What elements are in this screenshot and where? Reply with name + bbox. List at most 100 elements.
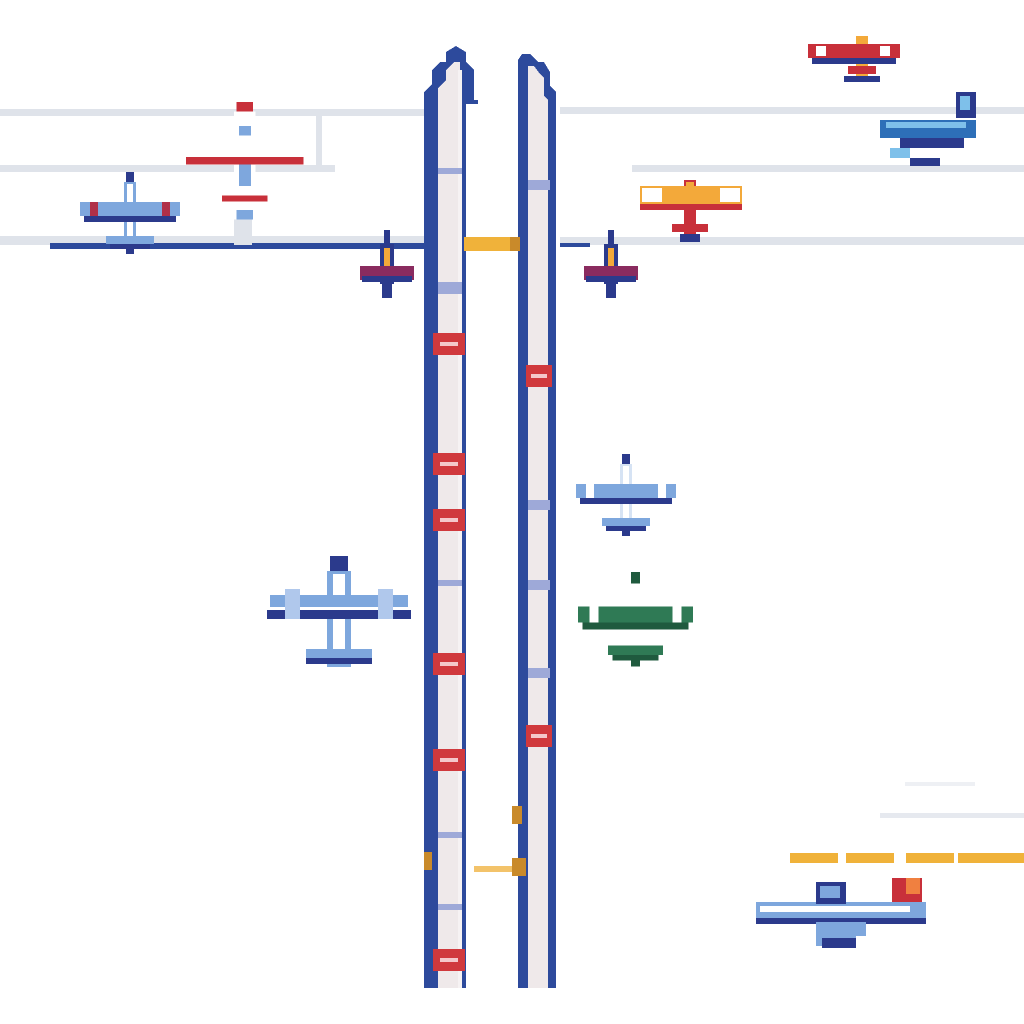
- right-rung: [528, 668, 550, 678]
- lower-wing-edge: [822, 938, 862, 948]
- tail-shadow: [844, 76, 880, 82]
- wing-stripe: [642, 188, 662, 202]
- engine: [856, 936, 870, 948]
- left-tower-marker-dash: [440, 758, 458, 762]
- wing-root: [219, 135, 268, 148]
- wing-shadow: [812, 58, 896, 64]
- left-tower-marker-dash: [440, 518, 458, 522]
- nose: [384, 230, 390, 244]
- lower-bridge-right-stub-b: [512, 858, 526, 876]
- gold-bridge-shade: [510, 237, 520, 251]
- wing-panel: [270, 595, 408, 607]
- left-tower-marker-dash: [440, 662, 458, 666]
- rail-left-low: [0, 236, 428, 245]
- engine: [890, 148, 910, 158]
- tail: [602, 518, 650, 526]
- gold-road-dash: [846, 853, 894, 863]
- tail-edge: [222, 195, 268, 202]
- rail-right-faint-b: [905, 782, 975, 786]
- wing-edge: [586, 276, 636, 282]
- wing-shadow: [580, 498, 672, 504]
- biplane-gold-right: [640, 180, 742, 242]
- wing-patch: [880, 46, 890, 56]
- upper-wing: [640, 186, 742, 208]
- small-jet-left-tower: [360, 230, 414, 298]
- left-tower-marker-dash: [440, 958, 458, 962]
- tail: [222, 186, 268, 198]
- engine-l: [285, 589, 300, 619]
- wing-patch: [816, 46, 826, 56]
- tail-fin: [126, 248, 134, 254]
- tail-fin: [622, 530, 630, 536]
- tail-shadow: [612, 654, 659, 661]
- tail-edge: [306, 658, 372, 664]
- small-jet-right-tower: [584, 230, 638, 298]
- tail-highlight: [906, 878, 920, 894]
- nose: [236, 102, 254, 112]
- nose: [330, 556, 348, 571]
- tail: [382, 284, 392, 298]
- right-tower-marker-dash: [531, 374, 547, 378]
- gold-bridge: [464, 237, 520, 251]
- right-rung: [528, 500, 550, 510]
- nose: [608, 230, 614, 244]
- wing-stripe-r: [162, 202, 170, 216]
- bomber-blue-left: [264, 556, 414, 667]
- wing-edge: [362, 276, 412, 282]
- nose: [622, 454, 630, 464]
- left-rung: [438, 288, 462, 294]
- fighter-blue-center-right: [576, 454, 676, 536]
- wing-edge: [186, 157, 304, 165]
- left-rung: [438, 904, 462, 910]
- rail-left-mid: [0, 165, 335, 172]
- fuselage-stripe: [760, 906, 910, 912]
- wing-stripe-r: [672, 606, 682, 623]
- tail-fin: [236, 210, 254, 220]
- engine-r: [378, 589, 393, 619]
- left-rung: [438, 580, 462, 586]
- wing-stripe-l: [586, 484, 594, 498]
- jet-blue-topright: [880, 92, 976, 166]
- tail-shadow: [110, 244, 150, 249]
- wing-stripe: [720, 188, 740, 202]
- left-tower-marker-dash: [440, 342, 458, 346]
- rail-right-mid: [632, 165, 1024, 172]
- right-rung: [528, 180, 550, 190]
- canopy-stripe: [886, 122, 966, 128]
- tower-rungs: [438, 168, 550, 910]
- right-tower: [518, 54, 556, 988]
- stripe: [608, 248, 614, 278]
- wings: [576, 484, 676, 498]
- tower-markers: [433, 333, 552, 971]
- left-rung: [438, 832, 462, 838]
- tail: [606, 284, 616, 298]
- undercarriage: [910, 158, 940, 166]
- nose: [126, 172, 134, 182]
- wing-edge: [640, 204, 742, 210]
- lower-bridge-spark: [474, 866, 512, 872]
- gold-road-dash: [906, 853, 954, 863]
- gold-road: [790, 853, 1024, 863]
- tail-fin: [630, 659, 641, 667]
- tail: [607, 645, 664, 655]
- fighter-blue-left: [80, 172, 180, 254]
- wing-edge: [267, 610, 411, 619]
- right-tower-marker-dash: [531, 734, 547, 738]
- biplane-red-topright: [808, 36, 900, 82]
- wing-stripe-l: [90, 202, 98, 216]
- rail-left-top: [0, 109, 428, 116]
- upper-wing: [808, 44, 900, 58]
- tail: [848, 66, 876, 74]
- rail-left-low-shadow: [50, 243, 428, 249]
- wing-stripe-r: [658, 484, 666, 498]
- left-rung: [438, 282, 462, 288]
- tail-shadow: [606, 526, 646, 531]
- left-rung: [438, 168, 462, 174]
- wing-shadow: [84, 216, 176, 222]
- rail-right-low: [560, 237, 1024, 245]
- wings: [900, 138, 964, 148]
- gold-road-dash: [958, 853, 1006, 863]
- fighter-red-topleft: [186, 102, 304, 220]
- lower-bridge-left-stub: [424, 852, 432, 870]
